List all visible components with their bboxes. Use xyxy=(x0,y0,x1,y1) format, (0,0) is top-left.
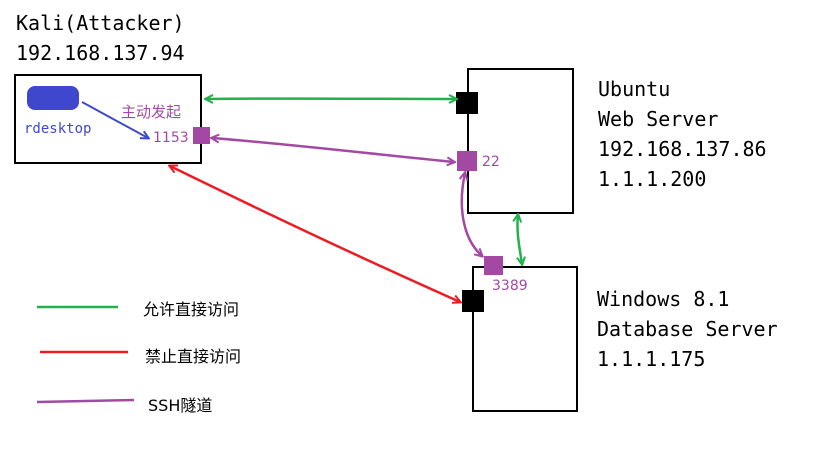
windows-box xyxy=(472,266,578,412)
rdesktop-to-port-arrow xyxy=(81,101,148,138)
legend-forbidden-label: 禁止直接访问 xyxy=(145,347,242,366)
initiate-label: 主动发起 xyxy=(121,103,181,121)
windows-port-label: 3389 xyxy=(492,278,528,294)
windows-title: Windows 8.1 xyxy=(597,287,730,311)
kali-name: Kali(Attacker) xyxy=(16,11,185,35)
red-kali-windows xyxy=(170,166,460,302)
kali-ip: 192.168.137.94 xyxy=(16,41,185,65)
windows-port-3389 xyxy=(484,256,503,275)
purple-ubuntu-windows xyxy=(462,173,482,256)
green-ubuntu-windows xyxy=(517,215,522,264)
kali-port-label: 1153 xyxy=(153,130,189,146)
legend-allowed-label: 允许直接访问 xyxy=(143,300,240,319)
rdesktop-label: rdesktop xyxy=(24,121,91,137)
ubuntu-port-22 xyxy=(457,151,477,171)
ubuntu-title: Ubuntu xyxy=(598,77,671,101)
legend-ssh-label: SSH隧道 xyxy=(148,396,213,415)
ubuntu-ip-external: 192.168.137.86 xyxy=(598,137,767,161)
purple-kali-ubuntu xyxy=(212,138,454,162)
rdesktop-app-block xyxy=(27,86,79,110)
legend-purple-line xyxy=(36,398,135,404)
windows-port-left xyxy=(462,290,484,312)
windows-ip: 1.1.1.175 xyxy=(597,347,706,371)
ubuntu-port-top xyxy=(456,92,478,114)
windows-role: Database Server xyxy=(597,317,778,341)
ubuntu-port-label: 22 xyxy=(482,154,500,170)
ubuntu-box xyxy=(467,68,574,214)
kali-port-1153 xyxy=(193,127,210,144)
ubuntu-role: Web Server xyxy=(598,107,719,131)
ubuntu-ip-internal: 1.1.1.200 xyxy=(598,167,707,191)
